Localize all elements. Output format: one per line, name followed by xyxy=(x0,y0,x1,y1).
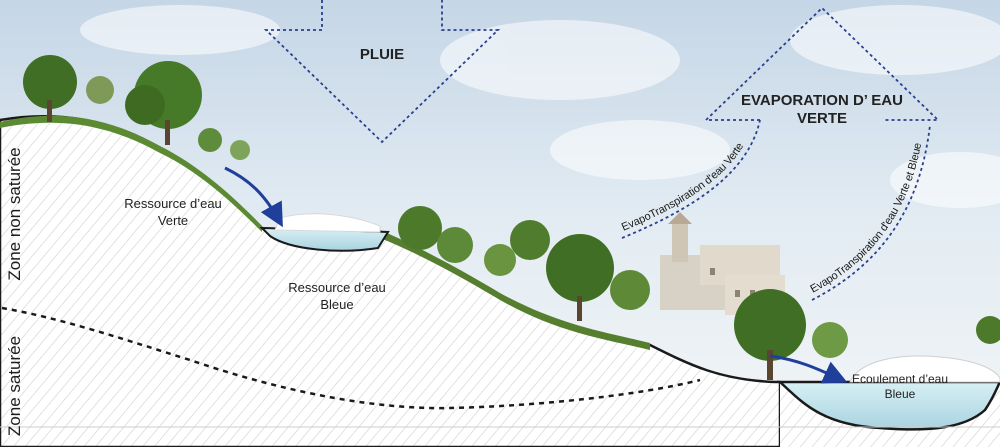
evaporation-label-line2: VERTE xyxy=(796,110,847,127)
vegetation xyxy=(0,55,1000,380)
lower-pond-bank xyxy=(849,355,1000,383)
zone-saturated-label: Zone saturée xyxy=(5,335,24,437)
evaporation-label-line1: EVAPORATION D’ EAU xyxy=(741,92,903,109)
zone-unsaturated-label: Zone non saturée xyxy=(5,147,24,281)
lower-pond xyxy=(776,380,1000,431)
rain-arrow xyxy=(263,0,501,144)
rain-label: PLUIE xyxy=(359,46,405,63)
upper-pond-bank xyxy=(274,213,381,233)
blue-resource-label-line1: Ressource d’eau xyxy=(288,280,386,295)
outflow-label-line1: Ecoulement d’eau xyxy=(851,372,949,386)
outflow-label-line2: Bleue xyxy=(884,387,916,401)
clouds xyxy=(80,5,1000,208)
green-resource-label-line2: Verte xyxy=(157,213,189,228)
green-resource-label-line1: Ressource d’eau xyxy=(124,196,222,211)
blue-resource-label-line2: Bleue xyxy=(320,297,354,312)
outflow-flow-arrow xyxy=(769,354,848,384)
evaporation-arrow xyxy=(703,6,941,121)
water-table-line xyxy=(1,306,701,410)
infiltration-flow-arrow xyxy=(224,166,283,228)
